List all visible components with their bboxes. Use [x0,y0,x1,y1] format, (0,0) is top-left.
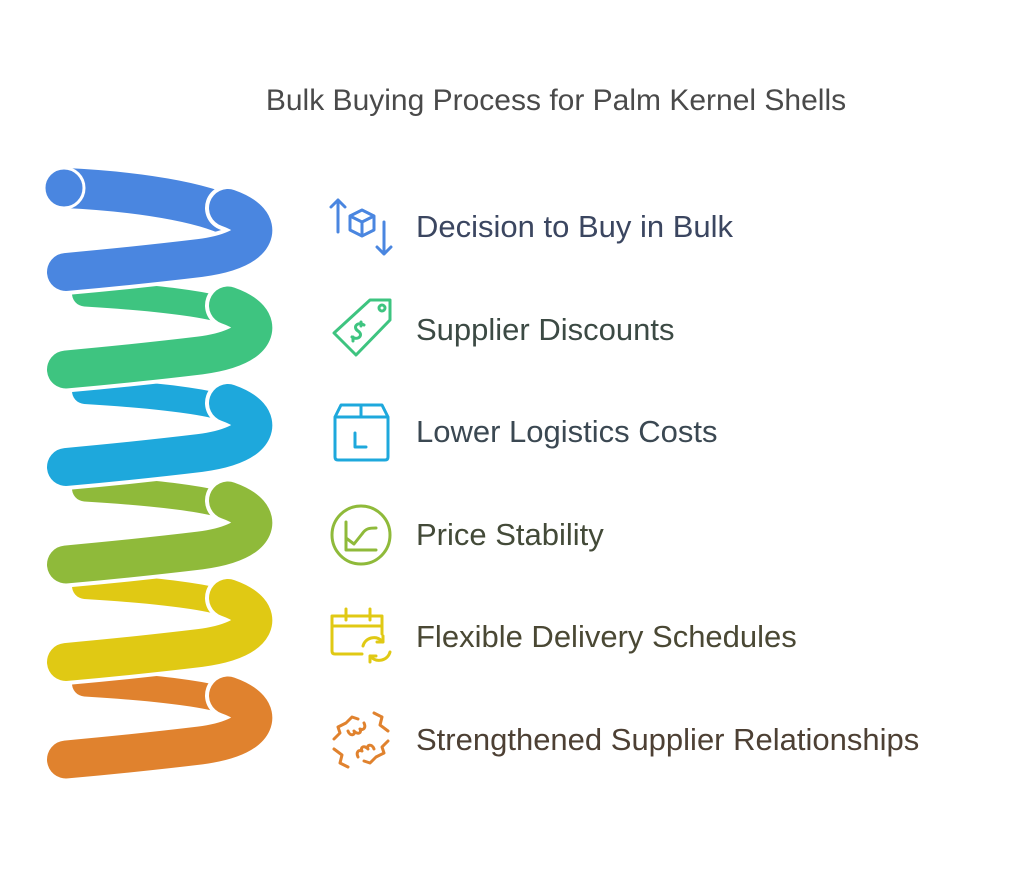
spiral-graphic [42,166,276,783]
step-logistics: Lower Logistics Costs [326,397,718,467]
step-relationships: Strengthened Supplier Relationships [326,705,919,775]
coil-front [47,286,272,389]
step-label: Price Stability [416,517,604,552]
calendar-refresh-icon [330,607,392,664]
step-supplier-discounts: Supplier Discounts [326,295,674,365]
diagram-title: Bulk Buying Process for Palm Kernel Shel… [265,84,847,117]
step-decision: Decision to Buy in Bulk [326,192,733,262]
price-tag-icon [332,298,392,357]
step-delivery: Flexible Delivery Schedules [326,602,797,672]
coil-front [47,481,272,584]
coil-front [47,384,272,486]
step-price-stability: Price Stability [326,500,604,570]
chart-circle-icon [330,504,392,566]
package-icon [333,403,390,462]
step-label: Flexible Delivery Schedules [416,619,797,654]
coil-front [47,189,272,291]
coil-front [47,676,272,779]
step-label: Decision to Buy in Bulk [416,209,734,244]
spiral-start-cap [42,166,86,210]
step-label: Lower Logistics Costs [416,414,718,449]
step-label: Strengthened Supplier Relationships [416,722,920,757]
box-exchange-icon [329,198,393,256]
step-label: Supplier Discounts [416,312,675,347]
handshake-icon [332,711,390,769]
coil-front [47,579,272,681]
